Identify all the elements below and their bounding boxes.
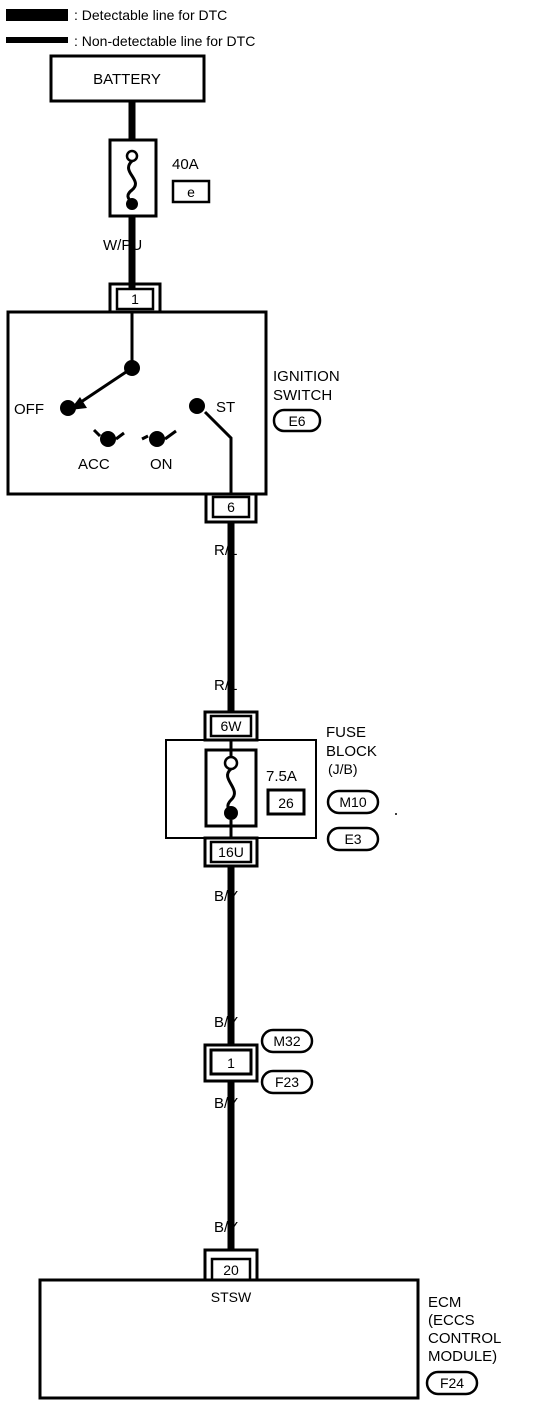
fuse-number-box <box>266 788 306 816</box>
ecm-label-3: CONTROL <box>428 1330 501 1347</box>
ignition-off-contact <box>60 400 76 416</box>
wire-color-b-y-3: B/Y <box>214 1095 238 1112</box>
ignition-on-lead <box>141 434 149 441</box>
ignition-acc-contact <box>100 431 116 447</box>
ecm-terminal-20-number: 20 <box>223 1262 239 1278</box>
fuseblock-terminal-16u-number: 16U <box>218 844 244 860</box>
fuse-block-label-3: (J/B) <box>328 761 358 777</box>
ignition-on-label: ON <box>150 456 173 473</box>
fuse-block: 7.5A 26 FUSE BLOCK (J/B) M10 E3 <box>165 724 397 852</box>
joint-connector: 1 M32 F23 <box>203 1028 314 1095</box>
ignition-st-output-line <box>203 410 233 494</box>
fuse-40a-ref: e <box>187 184 195 200</box>
legend-non-detectable-swatch <box>6 37 68 43</box>
fuseblock-terminal-16u: 16U <box>203 836 259 868</box>
ignition-terminal-1-number: 1 <box>131 291 139 307</box>
battery-label: BATTERY <box>93 71 161 88</box>
wire-color-r-l-bottom: R/L <box>214 677 237 694</box>
fuse-40a-rating: 40A <box>172 156 199 173</box>
fuse-block-label-2: BLOCK <box>326 743 377 760</box>
fuseblock-terminal-6w: 6W <box>203 710 259 742</box>
fuse-7-5a-top-terminal <box>223 755 239 771</box>
fuse-block-label-1: FUSE <box>326 724 366 741</box>
fuse-block-connector-badge-1 <box>326 789 380 815</box>
fuse-40a-ref-box <box>171 179 211 204</box>
ignition-terminal-1: 1 <box>108 282 162 314</box>
ecm-connector-id: F24 <box>440 1375 464 1391</box>
ignition-acc-tail <box>115 431 125 441</box>
fuse-7-5a-bottom-terminal <box>224 806 238 820</box>
fuseblock-terminal-6w-inner <box>209 714 253 738</box>
battery: BATTERY <box>49 54 206 103</box>
ignition-acc-label: ACC <box>78 456 110 473</box>
fuse-block-connector-id-1: M10 <box>339 794 366 810</box>
ignition-st-label: ST <box>216 399 235 416</box>
ecm-box <box>38 1278 420 1400</box>
ecm-label-2: (ECCS <box>428 1312 475 1329</box>
ignition-terminal-1-inner <box>115 287 155 311</box>
stray-dot <box>395 813 397 815</box>
ignition-switch-label-2: SWITCH <box>273 387 332 404</box>
ignition-st-contact <box>189 398 205 414</box>
fuse-number: 26 <box>278 795 294 811</box>
ignition-connector-id: E6 <box>288 413 305 429</box>
ignition-switch: OFF ACC ON ST IGNITION SWITCH E6 <box>6 310 340 496</box>
wire-color-w-pu: W/PU <box>103 237 142 254</box>
joint-connector-badge-2 <box>260 1069 314 1095</box>
ecm-connector-badge <box>425 1370 479 1396</box>
ignition-off-label: OFF <box>14 401 44 418</box>
ignition-terminal-6-inner <box>211 495 251 519</box>
wire-color-r-l-top: R/L <box>214 542 237 559</box>
legend-detectable-swatch <box>6 9 68 21</box>
fuse-40a-element <box>126 159 137 204</box>
wire-color-b-y-4: B/Y <box>214 1219 238 1236</box>
fuse-40a-top-terminal <box>125 149 139 163</box>
ignition-on-contact <box>149 431 165 447</box>
wire-color-b-y-1: B/Y <box>214 888 238 905</box>
ecm-label-1: ECM <box>428 1294 461 1311</box>
ignition-terminal-6-number: 6 <box>227 499 235 515</box>
fuse-40a: 40A e <box>108 138 211 218</box>
joint-connector-id-1: M32 <box>273 1033 300 1049</box>
ignition-connector-badge <box>272 408 322 433</box>
joint-connector-inner <box>209 1048 253 1076</box>
joint-connector-terminal: 1 <box>227 1055 235 1071</box>
ignition-acc-lead <box>92 428 102 438</box>
wire-color-b-y-2: B/Y <box>214 1014 238 1031</box>
fuse-7-5a-element <box>226 767 236 814</box>
fuse-7-5a-rating: 7.5A <box>266 768 297 785</box>
joint-connector-badge-1 <box>260 1028 314 1054</box>
fuseblock-terminal-6w-number: 6W <box>221 718 243 734</box>
ignition-terminal-6: 6 <box>204 492 258 524</box>
ecm-label-4: MODULE) <box>428 1348 497 1365</box>
ignition-switch-label-1: IGNITION <box>273 368 340 385</box>
fuse-block-connector-badge-2 <box>326 826 380 852</box>
ecm-pin-name: STSW <box>211 1289 252 1305</box>
ignition-on-tail <box>164 429 177 441</box>
fuse-40a-bottom-terminal <box>126 198 138 210</box>
fuseblock-terminal-16u-inner <box>209 840 253 864</box>
ecm-terminal-20: 20 <box>203 1248 259 1282</box>
legend: : Detectable line for DTC : Non-detectab… <box>6 7 255 49</box>
fuse-block-connector-id-2: E3 <box>344 831 361 847</box>
battery-box <box>49 54 206 103</box>
joint-connector-id-2: F23 <box>275 1074 299 1090</box>
ecm: STSW ECM (ECCS CONTROL MODULE) F24 <box>38 1278 501 1400</box>
legend-detectable-text: : Detectable line for DTC <box>74 7 227 23</box>
ignition-switch-box <box>6 310 268 496</box>
legend-non-detectable-text: : Non-detectable line for DTC <box>74 33 255 49</box>
ignition-switch-arm <box>77 366 133 406</box>
